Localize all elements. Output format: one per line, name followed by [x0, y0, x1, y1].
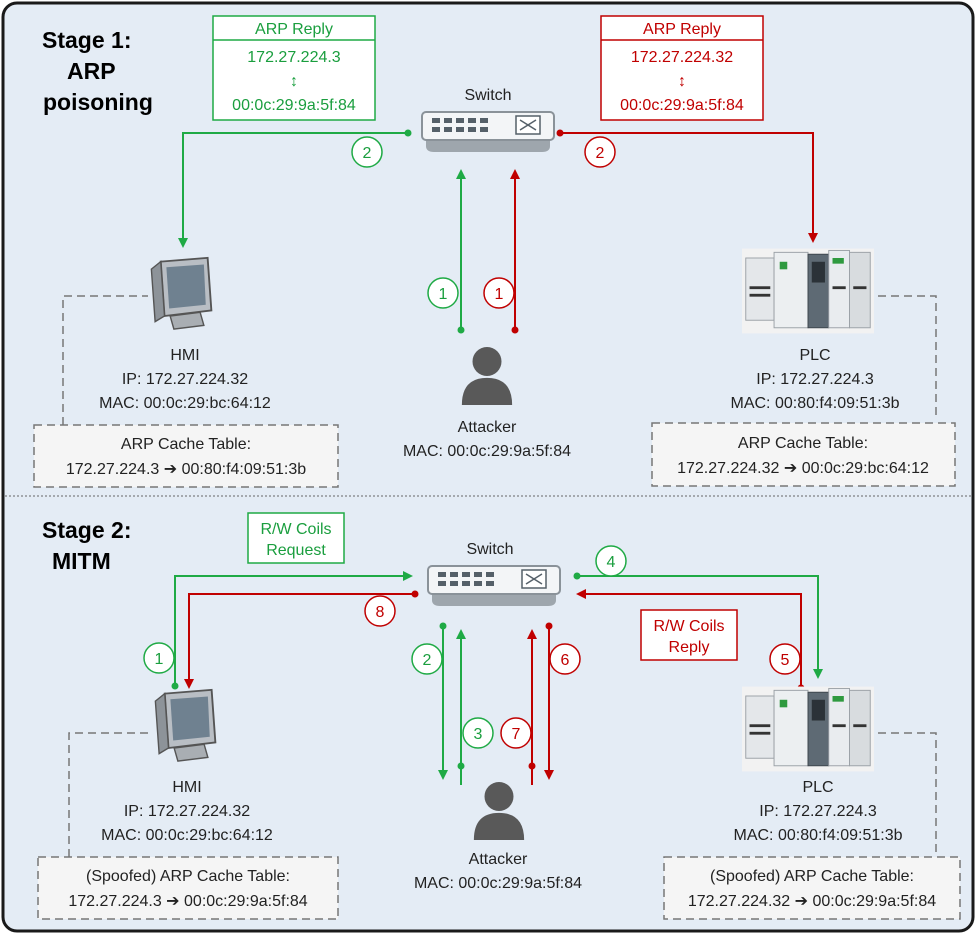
stage2-hmi-name: HMI	[172, 779, 201, 796]
stage1-hmi-cache-title: ARP Cache Table:	[121, 436, 251, 453]
svg-text:1: 1	[155, 651, 164, 668]
stage2-arrows	[171, 571, 823, 785]
stage2-hmi-bracket	[68, 732, 150, 857]
stage2-title-line2: MITM	[52, 548, 111, 574]
svg-text:3: 3	[474, 726, 483, 743]
stage2-step-6: 6	[549, 643, 581, 675]
reply-box-line2: Reply	[669, 639, 710, 656]
stage1-hmi-arp-cache: ARP Cache Table: 172.27.224.3 ➔ 00:80:f4…	[33, 424, 339, 488]
request-box: R/W Coils Request	[247, 512, 345, 564]
svg-text:2: 2	[363, 145, 372, 162]
stage2-hmi-mac: MAC: 00:0c:29:bc:64:12	[101, 827, 273, 844]
arp-reply-red-ip: 172.27.224.32	[631, 49, 733, 66]
stage1-plc-cache-entry: 172.27.224.32 ➔ 00:0c:29:bc:64:12	[677, 460, 929, 477]
stage1-attacker-mac: MAC: 00:0c:29:9a:5f:84	[403, 443, 571, 460]
stage2-title-line1: Stage 2:	[42, 517, 131, 543]
stage1-step-g2: 2	[351, 136, 383, 168]
stage2-plc-arp-cache: (Spoofed) ARP Cache Table: 172.27.224.32…	[663, 856, 961, 920]
reply-box: R/W Coils Reply	[640, 609, 738, 661]
stage2-plc-icon	[742, 686, 874, 772]
stage2-hmi-arp-cache: (Spoofed) ARP Cache Table: 172.27.224.3 …	[37, 856, 339, 920]
stage1-step-r2: 2	[584, 136, 616, 168]
stage1-title-line2: ARP	[67, 58, 116, 84]
stage2-plc-ip: IP: 172.27.224.3	[759, 803, 877, 820]
arp-reply-green-ip: 172.27.224.3	[247, 49, 341, 66]
stage1-plc-bracket	[878, 295, 937, 420]
stage2-switch-label: Switch	[466, 541, 513, 558]
request-box-line2: Request	[266, 542, 326, 559]
arp-reply-green-mac: 00:0c:29:9a:5f:84	[232, 97, 356, 114]
stage2-switch-icon	[427, 565, 561, 607]
stage2-hmi-cache-entry: 172.27.224.3 ➔ 00:0c:29:9a:5f:84	[68, 893, 307, 910]
stage1-hmi-monitor-icon	[150, 256, 213, 331]
request-box-line1: R/W Coils	[260, 521, 331, 538]
stage1-title-line1: Stage 1:	[42, 27, 131, 53]
stage2-plc-name: PLC	[802, 779, 833, 796]
arp-reply-green-title: ARP Reply	[255, 21, 333, 38]
arp-reply-red-title: ARP Reply	[643, 21, 721, 38]
stage2-step-1: 1	[143, 642, 175, 674]
svg-text:6: 6	[561, 652, 570, 669]
svg-text:2: 2	[596, 145, 605, 162]
stage1-attacker-name: Attacker	[458, 419, 517, 436]
svg-text:1: 1	[439, 286, 448, 303]
stage2-step-4: 4	[595, 545, 627, 577]
stage2-step-5: 5	[769, 643, 801, 675]
arp-reply-red-arrow: ↕	[678, 73, 686, 90]
stage1-hmi-name: HMI	[170, 347, 199, 364]
stage1-title-line3: poisoning	[43, 89, 153, 115]
arp-reply-green-box: ARP Reply 172.27.224.3 ↕ 00:0c:29:9a:5f:…	[212, 15, 376, 121]
stage1-arrows	[178, 129, 818, 334]
stage1-plc-ip: IP: 172.27.224.3	[756, 371, 874, 388]
svg-text:4: 4	[607, 554, 616, 571]
stage1-step-r1: 1	[483, 277, 515, 309]
stage1-plc-arp-cache: ARP Cache Table: 172.27.224.32 ➔ 00:0c:2…	[651, 422, 956, 487]
stage1-hmi-bracket	[62, 295, 148, 425]
stage1-hmi-cache-entry: 172.27.224.3 ➔ 00:80:f4:09:51:3b	[66, 461, 306, 478]
stage1-plc-name: PLC	[799, 347, 830, 364]
svg-text:7: 7	[512, 726, 521, 743]
stage1-hmi-mac: MAC: 00:0c:29:bc:64:12	[99, 395, 271, 412]
stage1-step-g1: 1	[427, 277, 459, 309]
stage1-switch-label: Switch	[464, 87, 511, 104]
stage2-hmi-cache-title: (Spoofed) ARP Cache Table:	[86, 868, 290, 885]
stage1-switch-icon	[421, 111, 555, 153]
stage2-step-8: 8	[364, 595, 396, 627]
stage2-step-3: 3	[462, 717, 494, 749]
stage1-plc-cache-title: ARP Cache Table:	[738, 435, 868, 452]
svg-text:2: 2	[423, 652, 432, 669]
svg-text:5: 5	[781, 652, 790, 669]
stage1-plc-mac: MAC: 00:80:f4:09:51:3b	[731, 395, 900, 412]
reply-box-line1: R/W Coils	[653, 618, 724, 635]
arp-reply-green-arrow: ↕	[290, 73, 298, 90]
arp-reply-red-box: ARP Reply 172.27.224.32 ↕ 00:0c:29:9a:5f…	[600, 15, 764, 121]
stage1-hmi-ip: IP: 172.27.224.32	[122, 371, 248, 388]
stage2-hmi-monitor-icon	[154, 688, 217, 763]
stage2-plc-mac: MAC: 00:80:f4:09:51:3b	[734, 827, 903, 844]
arp-reply-red-mac: 00:0c:29:9a:5f:84	[620, 97, 744, 114]
stage2-step-7: 7	[500, 717, 532, 749]
stage2-plc-bracket	[878, 732, 937, 855]
stage2-step-2: 2	[411, 643, 443, 675]
stage2-hmi-ip: IP: 172.27.224.32	[124, 803, 250, 820]
stage1-plc-icon	[742, 248, 874, 334]
stage2-attacker-name: Attacker	[469, 851, 528, 868]
stage2-plc-cache-title: (Spoofed) ARP Cache Table:	[710, 868, 914, 885]
stage2-attacker-mac: MAC: 00:0c:29:9a:5f:84	[414, 875, 582, 892]
svg-text:8: 8	[376, 604, 385, 621]
stage2-plc-cache-entry: 172.27.224.32 ➔ 00:0c:29:9a:5f:84	[688, 893, 936, 910]
svg-text:1: 1	[495, 286, 504, 303]
